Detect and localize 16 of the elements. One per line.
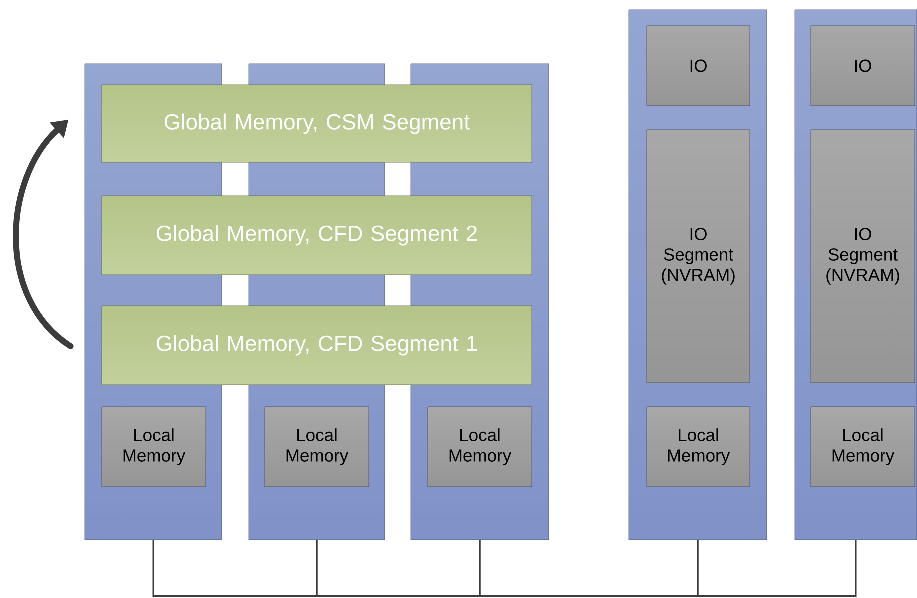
memory-segment-band: Global Memory, CSM Segment: [102, 84, 532, 164]
bus-line: [479, 540, 699, 597]
memory-box: Local Memory: [428, 406, 532, 488]
memory-box: IO: [646, 26, 750, 106]
bus-line: [697, 540, 857, 597]
bus-line: [152, 540, 318, 597]
memory-box: Local Memory: [264, 406, 370, 488]
memory-box: Local Memory: [102, 406, 206, 488]
memory-box: IO Segment (NVRAM): [810, 130, 916, 384]
memory-segment-band: Global Memory, CFD Segment 1: [102, 306, 532, 386]
memory-segment-band: Global Memory, CFD Segment 2: [102, 196, 532, 276]
memory-box: IO: [810, 26, 916, 106]
memory-box: Local Memory: [810, 406, 916, 488]
memory-box: Local Memory: [646, 406, 750, 488]
memory-box: IO Segment (NVRAM): [646, 130, 750, 384]
bus-line: [316, 540, 481, 597]
